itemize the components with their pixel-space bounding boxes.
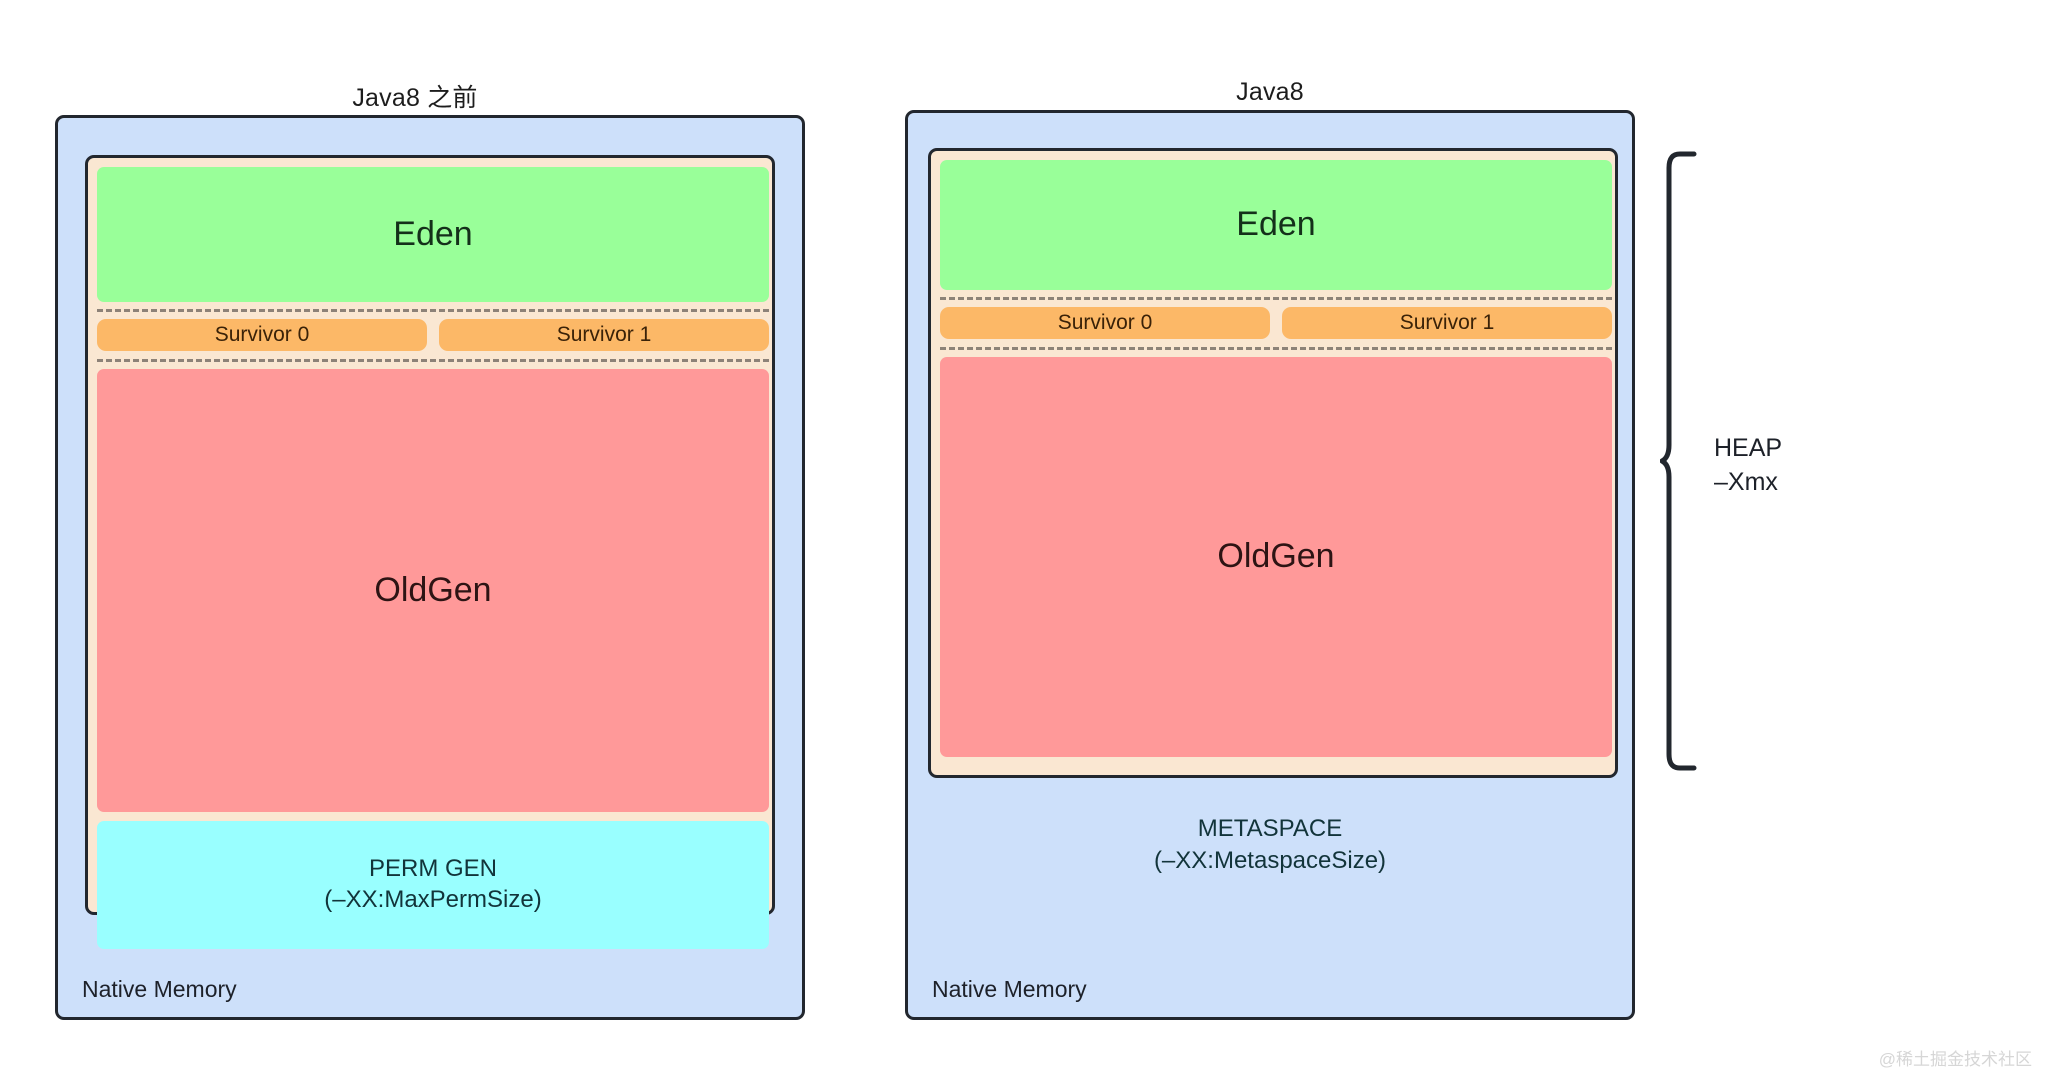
native-memory-label-left: Native Memory	[82, 976, 237, 1002]
panel-title-right: Java8	[1236, 78, 1304, 106]
metaspace-flag: (–XX:MetaspaceSize)	[1153, 846, 1387, 874]
survivor-1-left: Survivor 1	[439, 319, 769, 351]
heap-container-left: Eden Survivor 0 Survivor 1 OldGen PERM G…	[85, 155, 775, 949]
dashed-divider-survivor-oldgen-right	[940, 347, 1612, 350]
permgen-flag: (–XX:MaxPermSize)	[324, 886, 542, 913]
survivor-0-right: Survivor 0	[940, 307, 1270, 339]
oldgen-region-right: OldGen	[940, 357, 1612, 757]
metaspace-title: METASPACE	[1197, 815, 1343, 842]
panel-title-left: Java8 之前	[352, 84, 478, 112]
permgen-title: PERM GEN	[368, 855, 497, 883]
dashed-divider-eden-survivor-right	[940, 297, 1612, 300]
survivor-0-left: Survivor 0	[97, 319, 427, 351]
heap-brace-group: HEAP –Xmx	[1660, 150, 1782, 780]
heap-label-line1: HEAP	[1714, 433, 1783, 462]
dashed-divider-survivor-oldgen-left	[97, 359, 769, 362]
permgen-region-left: PERM GEN (–XX:MaxPermSize)	[97, 821, 769, 949]
heap-label-line2: –Xmx	[1714, 468, 1778, 496]
survivor-1-right: Survivor 1	[1282, 307, 1612, 339]
eden-region-right: Eden	[940, 160, 1612, 290]
watermark: @稀土掘金技术社区	[1878, 1050, 2032, 1069]
curly-brace-icon	[1660, 151, 1697, 771]
native-memory-label-right: Native Memory	[932, 976, 1087, 1002]
heap-container-right: Eden Survivor 0 Survivor 1 OldGen	[928, 148, 1618, 778]
heap-brace-label: HEAP –Xmx	[1714, 431, 1782, 500]
eden-region-left: Eden	[97, 167, 769, 302]
dashed-divider-eden-survivor-left	[97, 309, 769, 312]
oldgen-region-left: OldGen	[97, 369, 769, 812]
